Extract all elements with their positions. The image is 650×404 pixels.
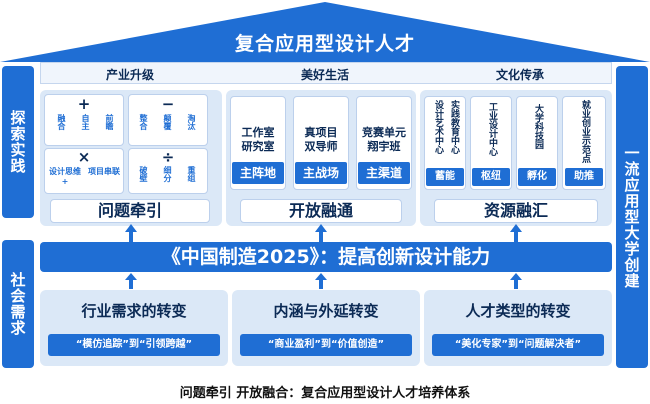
right-pillar: 一流应用型大学创建 xyxy=(616,66,648,368)
minus-item-2: 颠覆 xyxy=(163,114,172,130)
up-arrows-2 xyxy=(125,273,522,289)
open-card-1-text1: 工作室 xyxy=(241,126,275,139)
up-arrows xyxy=(125,224,522,242)
divide-item-1: 破壁 xyxy=(139,166,148,182)
left-top-label: 探索实践 xyxy=(8,110,27,174)
open-card-1-btn: 主阵地 xyxy=(232,162,284,184)
open-card-3-btn: 主渠道 xyxy=(358,162,410,184)
plus-item-3: 前瞻 xyxy=(105,114,114,130)
right-label: 一流应用型大学创建 xyxy=(622,145,641,289)
plus-item-1: 融合 xyxy=(57,114,66,130)
resource-card-4-btn: 助推 xyxy=(565,168,603,186)
open-card-3-text2: 翔宇班 xyxy=(367,140,401,153)
bottom-pill-3: “美化专家”到“问题解决者” xyxy=(432,334,604,356)
open-card-3-text1: 竞赛单元 xyxy=(362,126,406,139)
resource-card-4-col1: 就业创业示范点 xyxy=(580,100,590,163)
left-bottom-label: 社会需求 xyxy=(8,272,27,336)
resource-card-1-btn: 蓄能 xyxy=(426,168,464,186)
resource-card-1-col1: 实践教育中心 xyxy=(449,100,459,154)
times-box xyxy=(44,148,124,194)
header-life: 美好生活 xyxy=(300,68,349,82)
banner: 《中国制造2025》：提高创新设计能力 xyxy=(40,242,612,272)
minus-item-1: 整合 xyxy=(139,114,148,130)
resource-label: 资源融汇 xyxy=(434,199,598,223)
plus-item-2: 自主 xyxy=(81,114,90,130)
left-pillar-top: 探索实践 xyxy=(2,66,34,218)
resource-card-3-col1: 大学科技园 xyxy=(533,104,543,149)
roof-shape xyxy=(0,2,650,62)
open-label: 开放融通 xyxy=(240,199,402,223)
divide-item-3: 重组 xyxy=(187,166,196,182)
left-pillar-bottom: 社会需求 xyxy=(2,240,34,368)
open-card-1-text2: 研究室 xyxy=(241,140,275,153)
resource-card-3-btn: 孵化 xyxy=(518,168,556,186)
header-industry: 产业升级 xyxy=(105,68,154,82)
divide-box xyxy=(128,148,208,194)
divide-op: ÷ xyxy=(161,148,175,166)
plus-op: + xyxy=(77,95,91,113)
open-card-2-text2: 双导师 xyxy=(304,140,338,153)
header-band xyxy=(40,62,612,84)
open-card-2-btn: 主战场 xyxy=(295,162,347,184)
arrow-up-icon xyxy=(125,224,522,242)
times-item-2: 项目串联 xyxy=(88,167,120,176)
arrow-up-icon xyxy=(125,273,522,289)
times-op: × xyxy=(77,148,91,166)
resource-card-2-col1: 工业设计中心 xyxy=(487,102,497,156)
resource-card-1-col2: 设计艺术中心 xyxy=(433,100,443,154)
caption: 问题牵引 开放融合：复合应用型设计人才培养体系 xyxy=(179,386,471,401)
header-culture: 文化传承 xyxy=(495,68,544,82)
divide-item-2: 细分 xyxy=(163,166,172,182)
times-item-1: 设计思维+ xyxy=(49,167,81,186)
bottom-title-3: 人才类型的转变 xyxy=(465,302,571,320)
main-title: 复合应用型设计人才 xyxy=(234,33,415,55)
minus-item-3: 淘汰 xyxy=(187,114,196,130)
problem-label: 问题牵引 xyxy=(50,199,210,223)
open-card-2-text1: 真项目 xyxy=(304,126,338,139)
bottom-title-2: 内涵与外延转变 xyxy=(273,302,379,320)
minus-box xyxy=(128,94,208,146)
minus-op: − xyxy=(161,95,175,113)
bottom-title-1: 行业需求的转变 xyxy=(81,302,187,320)
bottom-pill-1: “模仿追踪”到“引领跨越” xyxy=(48,334,220,356)
plus-box xyxy=(44,94,124,146)
resource-card-2-btn: 枢纽 xyxy=(472,168,510,186)
bottom-pill-2: “商业盈利”到“价值创造” xyxy=(240,334,412,356)
